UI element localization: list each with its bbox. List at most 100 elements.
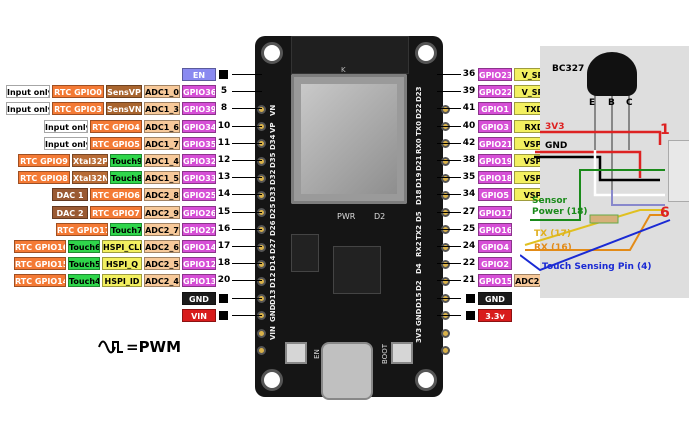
pin-lead (437, 108, 461, 110)
left-pin-label: GPIO36 (182, 85, 216, 99)
pin-lead (437, 160, 461, 161)
pin-lead (232, 211, 262, 213)
left-function-adc: ADC1_5 (144, 171, 180, 185)
header-pin-hole (257, 277, 266, 286)
header-pin-hole (441, 294, 450, 304)
left-function-rtc: RTC GPIO6 (90, 188, 142, 202)
left-pin-number: 20 (217, 275, 231, 286)
header-pin-hole (441, 173, 450, 183)
left-function-rtc: RTC GPIO4 (90, 119, 142, 133)
left-pin-label: GPIO26 (182, 205, 216, 219)
pin-lead (437, 74, 461, 75)
left-pin-number: 17 (217, 241, 231, 251)
left-pin-number: 13 (217, 172, 231, 183)
left-function-sens: SensVP (106, 85, 142, 99)
header-pin-hole (441, 208, 450, 218)
wiring (520, 90, 671, 272)
right-pin-label: GPIO5 (478, 188, 512, 202)
en-button[interactable] (285, 342, 307, 364)
mounting-hole (261, 42, 283, 64)
left-pin-number: 14 (217, 189, 231, 200)
left-pin-number: 18 (217, 258, 231, 269)
wroom-module (291, 74, 407, 204)
left-pin-label: EN (182, 68, 216, 81)
header-pin-hole (441, 259, 450, 269)
board-silk-label: VIN (269, 325, 277, 340)
pin-lead (437, 194, 461, 196)
pin-lead (232, 125, 262, 127)
connector-pin-1: 1 (660, 122, 670, 138)
header-pin-hole (441, 311, 450, 321)
left-pin-number: 15 (217, 206, 231, 217)
left-function-touch: Touch7 (110, 222, 142, 236)
pin-lead (437, 211, 461, 213)
header-pin-hole (441, 225, 450, 235)
usb-c-port (321, 342, 373, 400)
pin-marker (219, 190, 228, 199)
annotation-3v3: 3V3 (545, 122, 565, 132)
annotation-tx: TX (17) (534, 229, 571, 239)
left-pin-number: 10 (217, 120, 231, 131)
board-silk-label: D32 (269, 169, 277, 185)
header-pin-hole (257, 294, 266, 304)
header-pin-hole (257, 105, 266, 114)
header-pin-hole (441, 156, 450, 166)
pin-lead (437, 263, 461, 265)
left-function-adc: ADC2_5 (144, 257, 180, 271)
right-pin-label: GPIO1 (478, 102, 512, 116)
left-function-sens: SensVN (106, 102, 142, 116)
pin-marker (219, 87, 228, 96)
boot-button[interactable] (391, 342, 413, 364)
left-pin-label: GPIO14 (182, 240, 216, 253)
pin-lead (232, 228, 262, 230)
right-pin-number: 36 (462, 69, 476, 79)
right-pin-label: GPIO4 (478, 240, 512, 253)
header-pin-hole (257, 173, 266, 183)
transistor-pin-e: E (589, 98, 596, 108)
left-function-adc: ADC2_4 (144, 274, 180, 288)
left-pin-label: VIN (182, 308, 216, 322)
left-pin-label: GPIO12 (182, 257, 216, 271)
pin-lead (437, 91, 461, 93)
left-function-input_only: Input only (44, 136, 88, 150)
pin-lead (232, 142, 262, 144)
pin-lead (232, 74, 262, 75)
board-silk-label: D14 (269, 255, 277, 271)
mounting-hole (261, 369, 283, 391)
pin-marker (219, 225, 228, 234)
left-function-xtal: Xtal32P (72, 154, 108, 167)
pin-lead (232, 91, 262, 93)
header-pin-hole (257, 208, 266, 218)
annotation-sensor-power: Sensor Power (18) (532, 196, 588, 217)
left-function-adc: ADC2_6 (144, 240, 180, 253)
left-function-hspi: HSPI_CLK (102, 240, 142, 253)
board-silk-label: D21 (415, 155, 423, 171)
right-pin-label: GPIO19 (478, 154, 512, 167)
header-pin-hole (441, 191, 450, 200)
annotation-touch-pin: Touch Sensing Pin (4) (542, 262, 652, 272)
pwr-led-label: PWR (337, 212, 356, 221)
board-silk-label: TX0 (415, 121, 423, 137)
pin-lead (437, 142, 461, 144)
board-silk-label: 3V3 (415, 327, 423, 343)
right-pin-number: 24 (462, 241, 476, 251)
pin-lead (232, 108, 262, 110)
pin-lead (437, 297, 461, 299)
board-silk-label: VN (269, 104, 277, 116)
board-silk-label: D25 (269, 203, 277, 220)
header-pin-hole (257, 311, 266, 321)
left-function-input_only: Input only (6, 85, 50, 99)
pin-marker (219, 293, 228, 303)
left-pin-label: GPIO27 (182, 222, 216, 236)
module-mark: K (341, 66, 346, 74)
transistor-label: BC327 (552, 64, 585, 74)
right-pin-number: 22 (462, 258, 476, 269)
right-pin-label: GPIO3 (478, 119, 512, 133)
left-pin-number: 11 (217, 137, 231, 148)
right-pin-number: 21 (462, 275, 476, 286)
annotation-gnd: GND (545, 141, 568, 151)
board-silk-label: D15 (415, 292, 423, 309)
regulator (291, 234, 319, 272)
left-function-xtal: Xtal32N (72, 171, 108, 185)
